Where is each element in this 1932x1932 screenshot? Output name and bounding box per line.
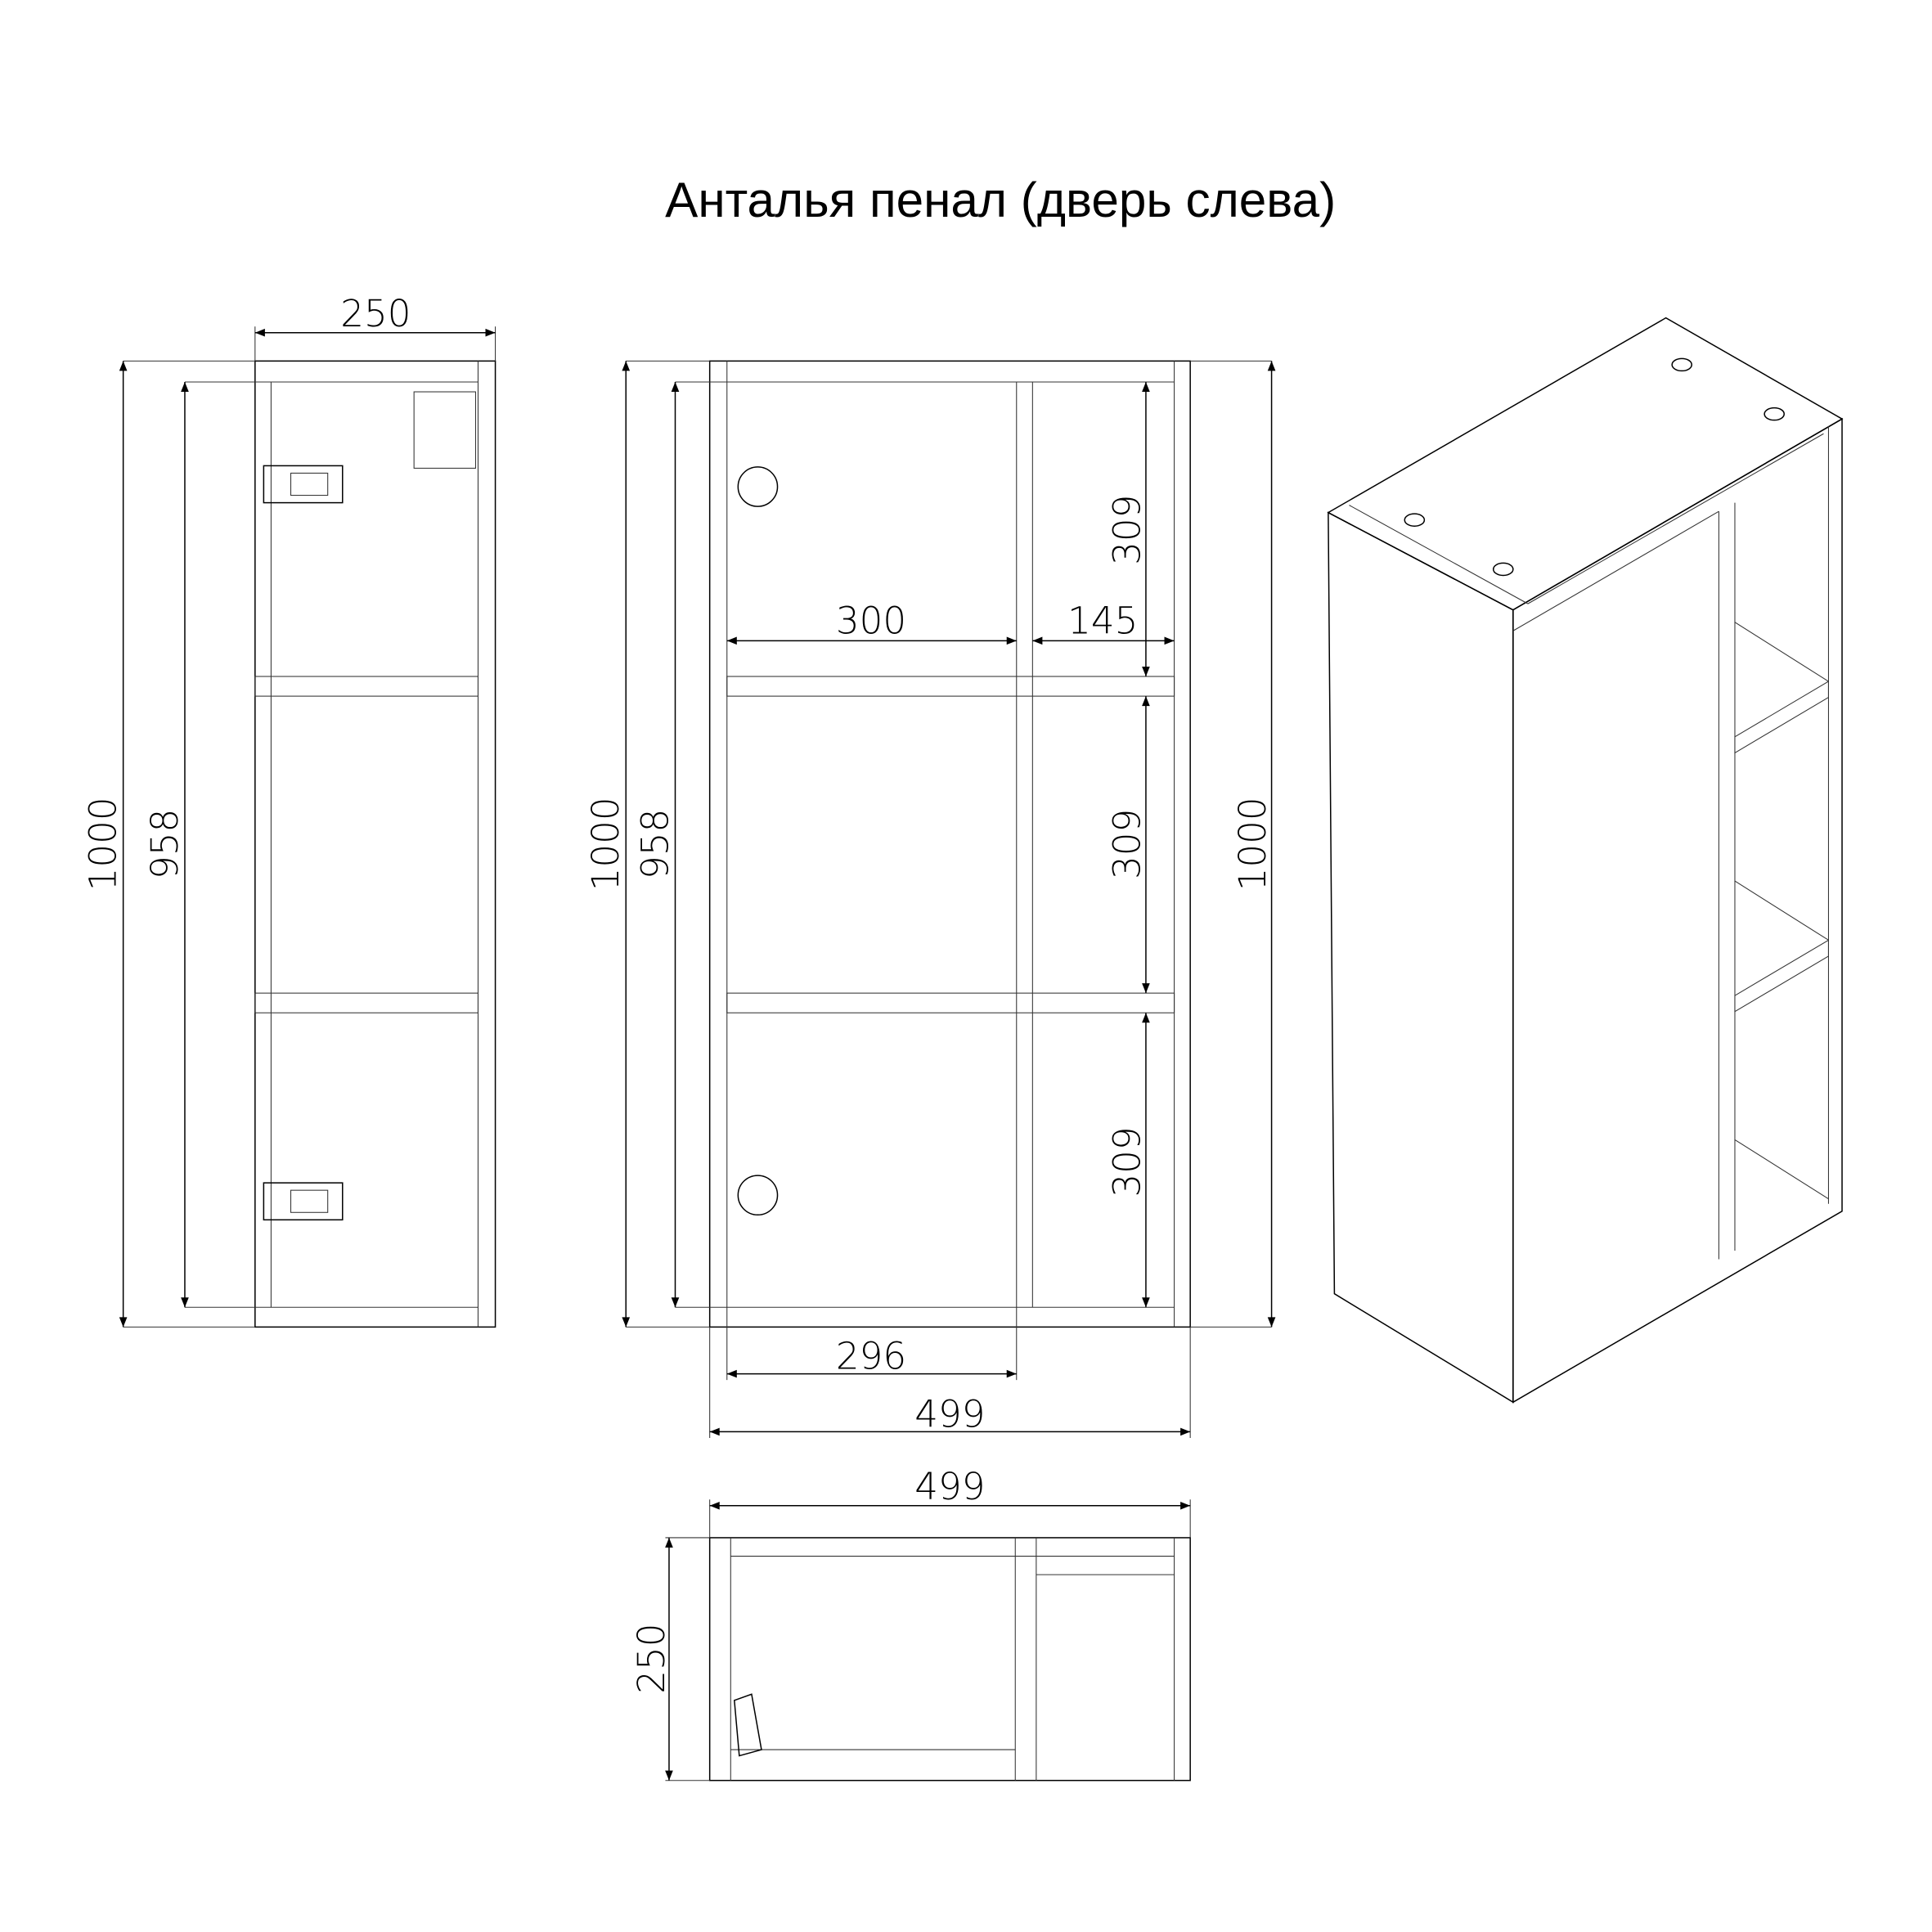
dim-section-height: 309: [1105, 809, 1148, 879]
dim-open-section-width: 145: [1067, 599, 1138, 642]
hinge-cup-icon: [737, 1175, 779, 1216]
side-view: 250 1000 958: [82, 292, 496, 1328]
dim-side-height-inner: 958: [143, 809, 186, 879]
dim-section-height: 309: [1105, 1126, 1148, 1197]
hinge-icon: [263, 1182, 344, 1221]
hinge-cup-icon: [737, 466, 779, 507]
front-view: 1000 958 1000 309 309 309 300 145 296 49…: [584, 360, 1276, 1438]
dim-inner-width: 296: [836, 1335, 906, 1378]
dim-side-width: 250: [340, 292, 411, 335]
dim-section-height: 309: [1105, 495, 1148, 565]
dim-front-height-outer-left: 1000: [584, 797, 627, 891]
dim-side-height-outer: 1000: [82, 797, 125, 891]
dim-top-depth: 250: [630, 1623, 673, 1693]
dim-door-width: 300: [836, 599, 906, 642]
top-view: 499 250: [630, 1465, 1191, 1781]
dim-front-height-outer-right: 1000: [1231, 797, 1274, 891]
hinge-icon: [263, 465, 344, 504]
dim-total-width: 499: [914, 1392, 985, 1436]
drawing-title: Анталья пенал (дверь слева): [665, 172, 1336, 227]
isometric-view: [1327, 317, 1844, 1404]
dim-top-width: 499: [914, 1465, 985, 1508]
hinge-icon: [733, 1693, 762, 1757]
dim-front-height-inner: 958: [633, 809, 676, 879]
